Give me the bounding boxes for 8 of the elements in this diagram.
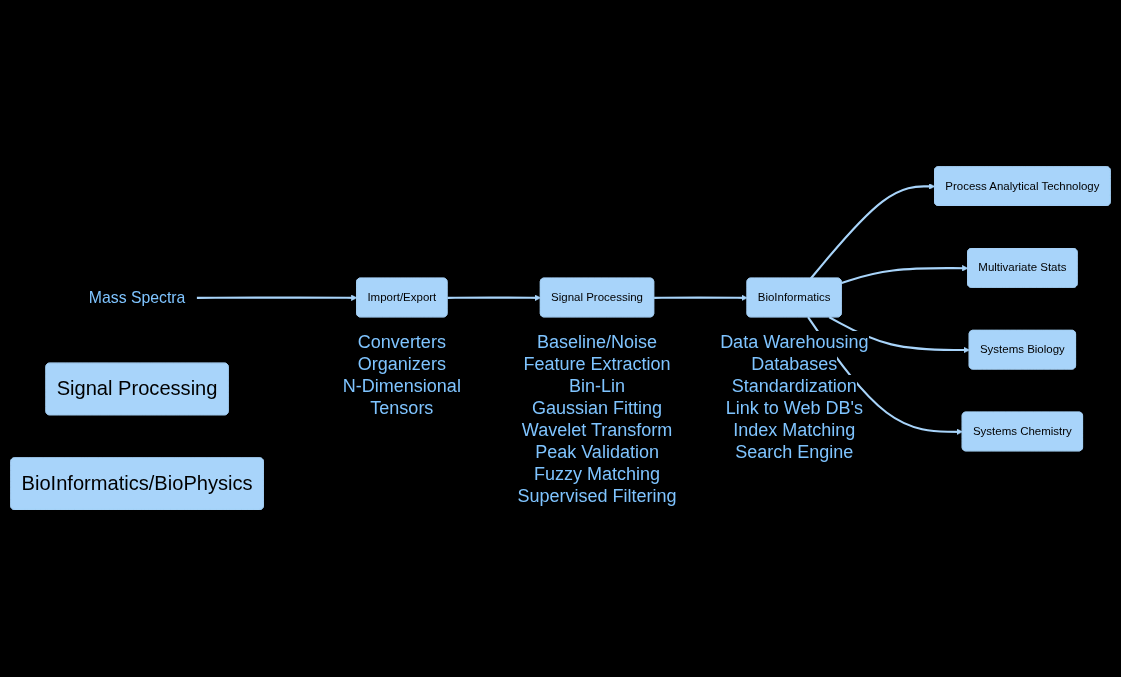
arrow <box>654 295 748 302</box>
arrow <box>828 316 970 354</box>
arrow <box>841 265 969 285</box>
node-text: Mass Spectra <box>88 288 186 307</box>
arrow <box>809 183 936 280</box>
arrow <box>447 295 541 302</box>
feature-text: Data Warehousing <box>720 331 869 354</box>
arrow <box>196 295 358 302</box>
